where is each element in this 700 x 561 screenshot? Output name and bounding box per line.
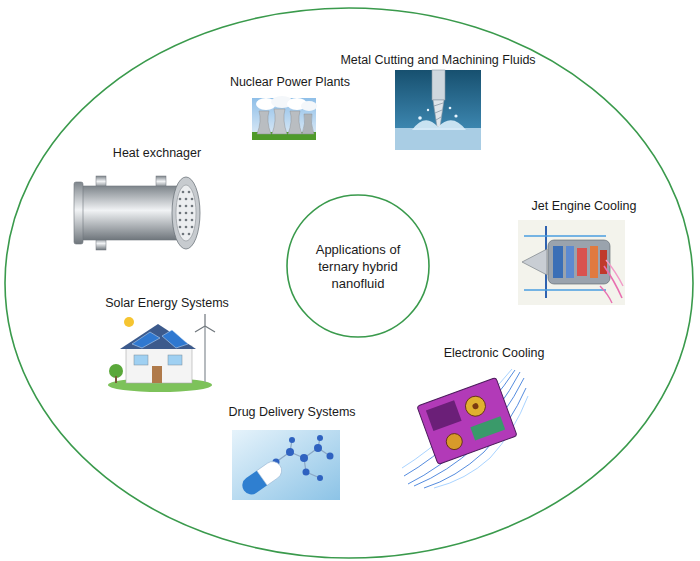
airflow	[524, 289, 606, 290]
jet-engine-picture	[518, 220, 625, 305]
outer-ellipse	[5, 8, 693, 558]
compressor	[566, 246, 574, 278]
shell	[80, 186, 186, 240]
center-circle: Applications of ternary hybrid nanofluid	[286, 194, 430, 338]
flange	[74, 182, 83, 244]
door	[152, 366, 162, 383]
electronic-cooling-picture	[402, 369, 528, 488]
application-label: Jet Engine Cooling	[532, 199, 637, 214]
background	[232, 430, 340, 500]
center-title: Applications of ternary hybrid nanofluid	[305, 241, 411, 292]
molecule-bonds	[276, 438, 330, 478]
solar-house-picture	[108, 314, 215, 392]
device-housing	[417, 378, 517, 465]
exhaust	[600, 286, 612, 303]
nose-cone	[522, 249, 547, 275]
drill-shank	[432, 70, 445, 100]
turbine-blades	[195, 314, 215, 332]
window	[168, 355, 182, 365]
solar-panel	[132, 332, 160, 348]
engine-core	[548, 240, 610, 284]
background	[395, 70, 481, 150]
application-label: Nuclear Power Plants	[230, 75, 350, 90]
combustor	[577, 248, 587, 276]
capsule-half	[257, 458, 285, 485]
solar-panel	[162, 330, 188, 348]
streamlines	[404, 370, 526, 488]
machining-picture	[395, 70, 481, 150]
steam	[301, 101, 317, 111]
roof	[120, 324, 196, 349]
tree-trunk	[115, 376, 117, 383]
tree	[109, 364, 123, 378]
application-label: Electronic Cooling	[444, 346, 545, 361]
tower	[257, 111, 271, 134]
molecule-atoms	[273, 435, 334, 481]
droplet	[418, 116, 422, 120]
sun	[124, 317, 134, 327]
circle-outline	[287, 195, 429, 337]
turbine	[600, 250, 607, 274]
droplet	[454, 114, 457, 117]
exhaust	[606, 260, 623, 286]
tube-sheet	[176, 185, 196, 241]
application-label: Heat exchnager	[113, 146, 201, 161]
splash	[412, 120, 466, 130]
flute	[436, 117, 441, 120]
flute	[434, 103, 443, 106]
flute	[435, 110, 442, 113]
heat-exchanger-picture	[74, 176, 200, 250]
coolant-pool	[395, 128, 481, 150]
droplet	[427, 109, 429, 111]
board	[426, 400, 462, 431]
tower	[288, 111, 302, 134]
fan	[463, 393, 489, 419]
turbine-mast	[204, 326, 205, 382]
chip	[470, 416, 505, 440]
drill-bit	[433, 100, 444, 127]
house-wall	[126, 346, 192, 383]
flange	[172, 177, 200, 249]
application-label: Solar Energy Systems	[105, 296, 229, 311]
application-label: Metal Cutting and Machining Fluids	[340, 53, 535, 68]
compressor	[553, 246, 563, 278]
tube-holes	[179, 191, 194, 236]
background	[518, 220, 625, 305]
housing	[417, 378, 517, 465]
streamlines	[402, 369, 528, 488]
window	[134, 355, 148, 365]
turbine	[590, 246, 598, 278]
tower	[302, 114, 314, 134]
drug-delivery-picture	[232, 430, 340, 500]
capsule	[239, 458, 285, 498]
tower	[272, 109, 287, 134]
application-label: Drug Delivery Systems	[228, 405, 355, 420]
cooling-towers-picture	[252, 96, 317, 140]
droplet	[449, 107, 452, 110]
airflow	[524, 235, 606, 236]
fan	[444, 431, 465, 452]
fan-hub	[472, 402, 480, 410]
